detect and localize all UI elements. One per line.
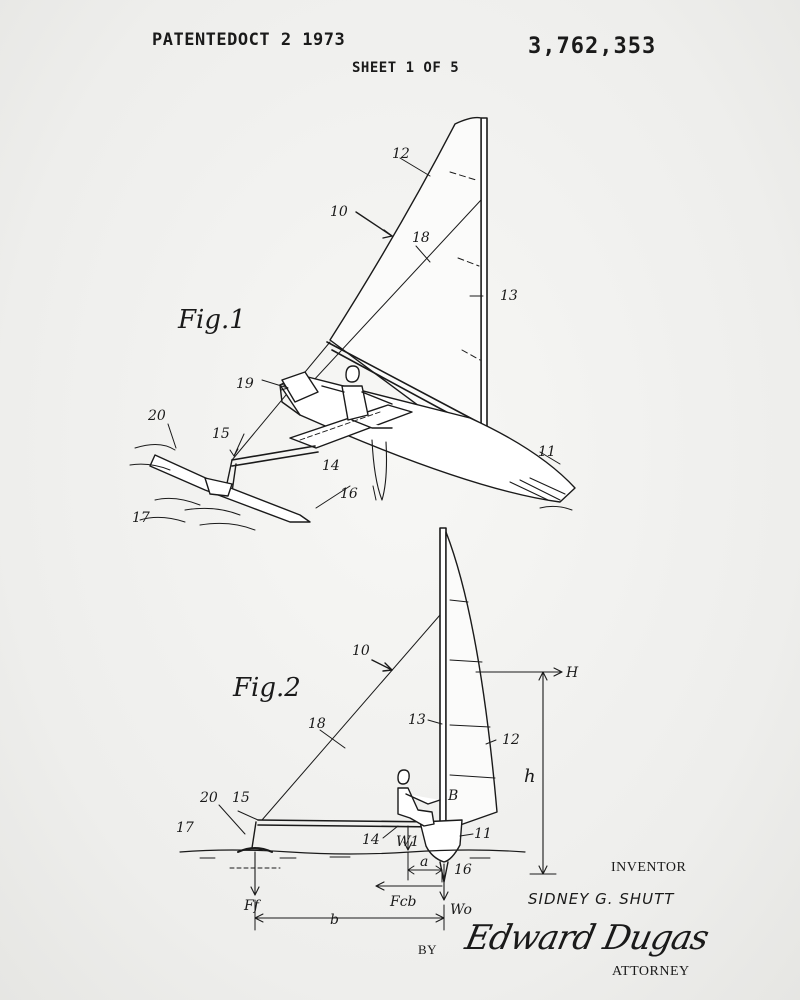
fig2-ref-18: 18 [308, 716, 326, 732]
fig1-ref-18: 18 [412, 230, 430, 246]
fig2-ref-10: 10 [352, 643, 370, 659]
fig1-sail [329, 116, 482, 453]
patent-number: 3,762,353 [528, 34, 657, 59]
fig2-outrigger-beam [257, 819, 441, 828]
fig1-ref-20: 20 [147, 408, 166, 424]
fig2-label-h: h [524, 766, 536, 787]
fig1-ref-19: 19 [236, 376, 254, 392]
fig1-ref-10: 10 [330, 204, 348, 220]
fig2-ref-16: 16 [454, 862, 472, 878]
fig1-ref-17: 17 [132, 510, 150, 526]
patented-date: PATENTEDOCT 2 1973 [152, 30, 346, 50]
fig1-water [129, 444, 256, 531]
fig2-mast [439, 527, 447, 849]
fig1-ref-11: 11 [538, 444, 556, 460]
fig1-ref-15: 15 [212, 426, 230, 442]
fig1-battens [449, 171, 481, 361]
fig2-label-Wo: Wo [450, 902, 472, 918]
fig2-label-b: b [330, 912, 339, 928]
fig2-label-Ff: Ff [243, 898, 262, 914]
fig2-water [179, 849, 526, 855]
figure-2-drawing [179, 527, 563, 931]
inventor-name: SIDNEY G. SHUTT [528, 890, 675, 908]
inventor-label: INVENTOR [611, 860, 687, 875]
fig1-sailor-head [345, 365, 360, 383]
fig1-ref-12: 12 [392, 146, 410, 162]
fig2-label-B: B [447, 788, 458, 804]
fig2-label-Fcb: Fcb [389, 894, 417, 910]
attorney-label: ATTORNEY [612, 964, 690, 979]
fig2-label-H: H [565, 665, 579, 681]
fig1-stay [299, 199, 482, 396]
fig1-sailor-body [321, 385, 393, 429]
fig2-ref-20: 20 [199, 790, 218, 806]
attorney-signature: Edward Dugas [461, 918, 712, 958]
sheet-number: SHEET 1 OF 5 [352, 60, 460, 76]
fig2-sailor-body [397, 787, 441, 827]
figure-1-drawing [129, 116, 576, 531]
fig1-ref-16: 16 [340, 486, 358, 502]
fig2-sail [445, 531, 498, 831]
fig2-ref-15: 15 [232, 790, 250, 806]
fig1-ref-14: 14 [322, 458, 340, 474]
fig2-ref-11: 11 [474, 826, 492, 842]
figure-2-label: Fig.2 [233, 673, 301, 703]
fig1-stay-19 [231, 341, 331, 461]
fig1-ref-13: 13 [500, 288, 518, 304]
fig2-label-a: a [420, 854, 428, 870]
fig2-ref-17: 17 [176, 820, 194, 836]
fig1-outrigger-beam [231, 445, 319, 467]
fig1-centerboard [371, 439, 388, 501]
fig2-sailor-head [397, 769, 410, 785]
fig2-ref-14: 14 [362, 832, 380, 848]
fig2-ref-12: 12 [502, 732, 520, 748]
fig2-label-W1: W1 [396, 834, 419, 850]
figure-1-label: Fig.1 [178, 305, 246, 335]
fig1-mast [480, 117, 488, 463]
by-label: BY [418, 942, 438, 957]
fig2-ref-13: 13 [408, 712, 426, 728]
fig2-float [243, 821, 263, 851]
fig2-stay [261, 614, 441, 821]
